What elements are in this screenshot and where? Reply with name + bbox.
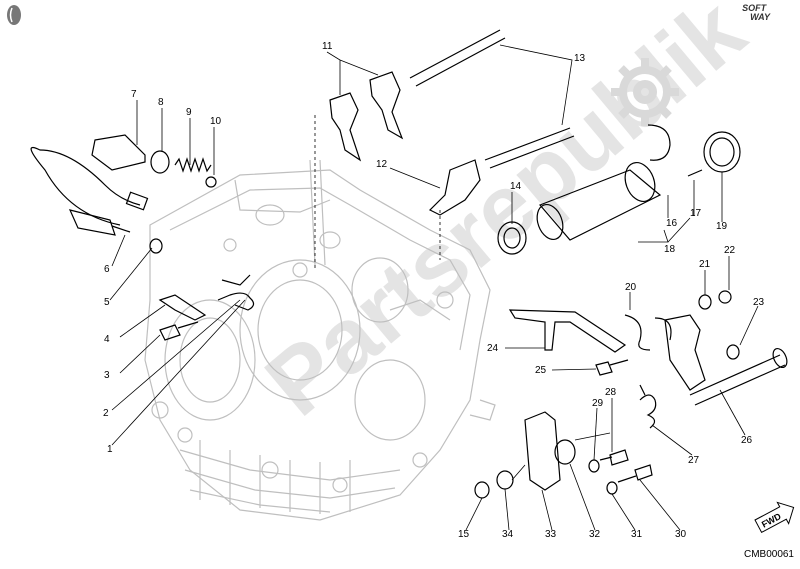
callout-23: 23 xyxy=(753,297,765,308)
callout-5: 5 xyxy=(104,297,110,308)
callout-25: 25 xyxy=(535,365,547,376)
selector-drum xyxy=(538,169,662,241)
bush-32 xyxy=(554,439,576,465)
fork-11a xyxy=(329,92,362,162)
callout-22: 22 xyxy=(724,245,736,256)
callout-34: 34 xyxy=(502,529,514,540)
ducati-logo-icon xyxy=(6,4,22,31)
spring-27 xyxy=(639,384,657,429)
washer-34 xyxy=(496,470,514,490)
callout-10: 10 xyxy=(210,116,222,127)
callout-29: 29 xyxy=(592,398,604,409)
callout-11: 11 xyxy=(322,41,333,52)
washer-23 xyxy=(726,344,740,360)
sensor-cable xyxy=(30,146,141,226)
plug-7 xyxy=(91,134,146,171)
rod-13a xyxy=(409,29,506,87)
bolt-28 xyxy=(599,449,629,466)
callout-13: 13 xyxy=(574,53,586,64)
callout-19: 19 xyxy=(716,221,728,232)
callout-32: 32 xyxy=(589,529,601,540)
fork-12 xyxy=(428,159,481,216)
callout-8: 8 xyxy=(158,97,164,108)
leader-lines xyxy=(109,44,759,531)
callout-26: 26 xyxy=(741,435,753,446)
crankcase xyxy=(144,159,496,521)
sensor-connector xyxy=(125,191,149,211)
callout-7: 7 xyxy=(131,89,137,100)
nut-22 xyxy=(718,290,732,304)
guide-lines xyxy=(314,115,441,270)
shaft-26 xyxy=(689,354,786,406)
spring-9 xyxy=(174,157,212,173)
ball-10 xyxy=(205,176,217,188)
callout-30: 30 xyxy=(675,529,687,540)
callout-16: 16 xyxy=(666,218,678,229)
callout-labels: 1234567891011121314161718192021222324252… xyxy=(103,41,765,540)
callout-21: 21 xyxy=(699,259,711,270)
callout-1: 1 xyxy=(107,444,113,455)
callout-4: 4 xyxy=(104,334,110,345)
softway-way: WAY xyxy=(750,12,770,22)
callout-2: 2 xyxy=(103,408,109,419)
plate-33 xyxy=(524,411,561,491)
callout-33: 33 xyxy=(545,529,557,540)
callout-31: 31 xyxy=(631,529,643,540)
callout-24: 24 xyxy=(487,343,499,354)
spring-20 xyxy=(624,314,672,351)
callout-9: 9 xyxy=(186,107,192,118)
pin-17 xyxy=(687,169,703,177)
washer-31 xyxy=(606,481,618,495)
bolt-25 xyxy=(595,359,629,376)
bracket-24 xyxy=(508,309,627,353)
callout-20: 20 xyxy=(625,282,637,293)
callout-27: 27 xyxy=(688,455,700,466)
watermark-gear-icon xyxy=(611,58,679,126)
fwd-arrow-icon: FWD xyxy=(754,501,795,534)
callout-17: 17 xyxy=(690,208,702,219)
callout-18: 18 xyxy=(664,244,676,255)
softway-soft: SOFT xyxy=(742,3,767,13)
parts xyxy=(30,29,788,499)
circlip-16 xyxy=(647,124,671,161)
clip-4 xyxy=(158,294,207,321)
sensor-body xyxy=(68,209,116,236)
washer-5 xyxy=(149,238,163,254)
softway-logo: SOFT WAY xyxy=(742,4,770,22)
callout-12: 12 xyxy=(376,159,388,170)
callout-3: 3 xyxy=(104,370,110,381)
circlip-15 xyxy=(474,481,490,499)
rod-13b xyxy=(484,127,575,169)
document-code: CMB00061 xyxy=(743,549,794,560)
callout-14: 14 xyxy=(510,181,522,192)
fork-11b xyxy=(369,71,404,140)
spring-1-2 xyxy=(217,292,255,311)
lever-26 xyxy=(664,314,706,391)
callout-15: 15 xyxy=(458,529,470,540)
washer-29 xyxy=(588,459,600,473)
callout-28: 28 xyxy=(605,387,617,398)
bolt-30 xyxy=(617,464,653,483)
washer-8 xyxy=(150,150,170,174)
washer-21 xyxy=(698,294,712,310)
bolt-3 xyxy=(159,321,199,341)
callout-6: 6 xyxy=(104,264,110,275)
